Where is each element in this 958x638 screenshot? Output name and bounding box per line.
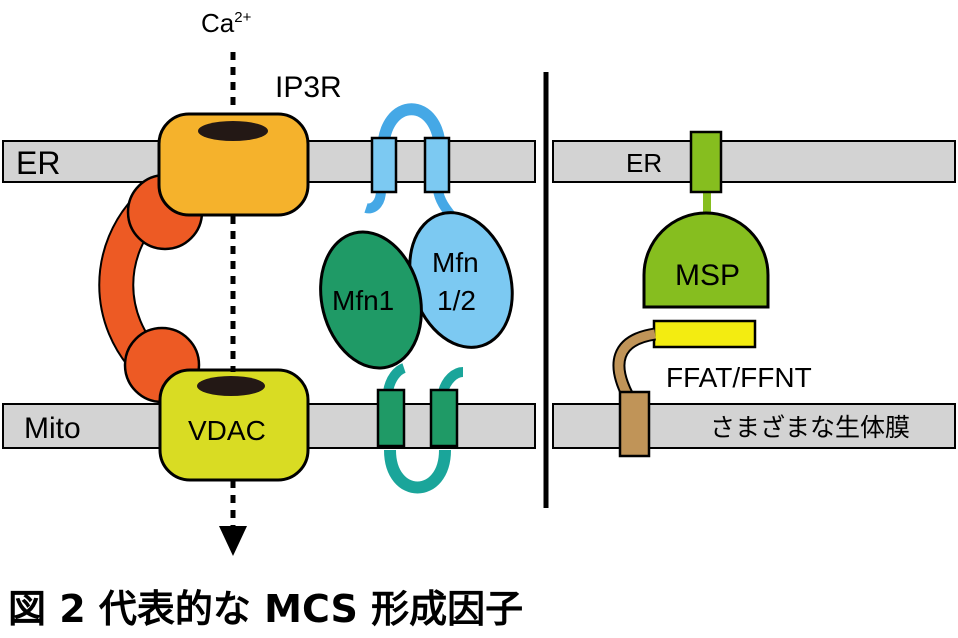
vdac-label: VDAC: [188, 415, 266, 446]
er-label-left: ER: [16, 145, 60, 181]
mfn12-label-line1: Mfn: [432, 247, 479, 278]
er-membrane-right: [552, 140, 956, 183]
ca-ion-label: Ca2+: [201, 8, 252, 38]
mitofusin-complex: [319, 103, 514, 494]
mfn1-domain: [319, 230, 423, 370]
mfn1-tail-left: [383, 363, 407, 393]
mfn12-tail-left: [364, 189, 386, 214]
msp-domain: [642, 211, 770, 309]
msp-ffat-complex: [612, 130, 770, 458]
mfn1-tm-right: [429, 388, 459, 448]
mfn12-tm-right: [423, 136, 451, 194]
mfn1-label: Mfn1: [332, 285, 394, 316]
vdac-pore: [197, 376, 265, 396]
membranes-label: さまざまな生体膜: [710, 413, 910, 442]
msp-tm-anchor: [689, 130, 723, 194]
ffat-linker-fill: [614, 329, 656, 399]
mfn12-tm-left: [370, 136, 398, 194]
ip3r-vdac-complex: [98, 52, 310, 556]
ip3r-channel: [157, 112, 310, 217]
calcium-flux-arrowhead: [219, 526, 247, 556]
ffat-membrane-anchor: [618, 390, 651, 458]
er-label-right: ER: [626, 148, 662, 178]
mfn1-tm-left: [376, 388, 406, 448]
mito-label: Mito: [24, 412, 81, 445]
mfn12-membrane-loop: [377, 103, 446, 153]
figure-caption: 図 2 代表的な MCS 形成因子: [8, 587, 523, 631]
ffat-label: FFAT/FFNT: [666, 362, 812, 393]
ffat-motif: [652, 319, 757, 349]
ip3r-pore: [198, 121, 268, 141]
mfn1-membrane-loop: [384, 449, 451, 494]
ip3r-label: IP3R: [275, 71, 342, 104]
mfn12-label-line2: 1/2: [437, 285, 476, 316]
msp-label: MSP: [675, 259, 740, 292]
